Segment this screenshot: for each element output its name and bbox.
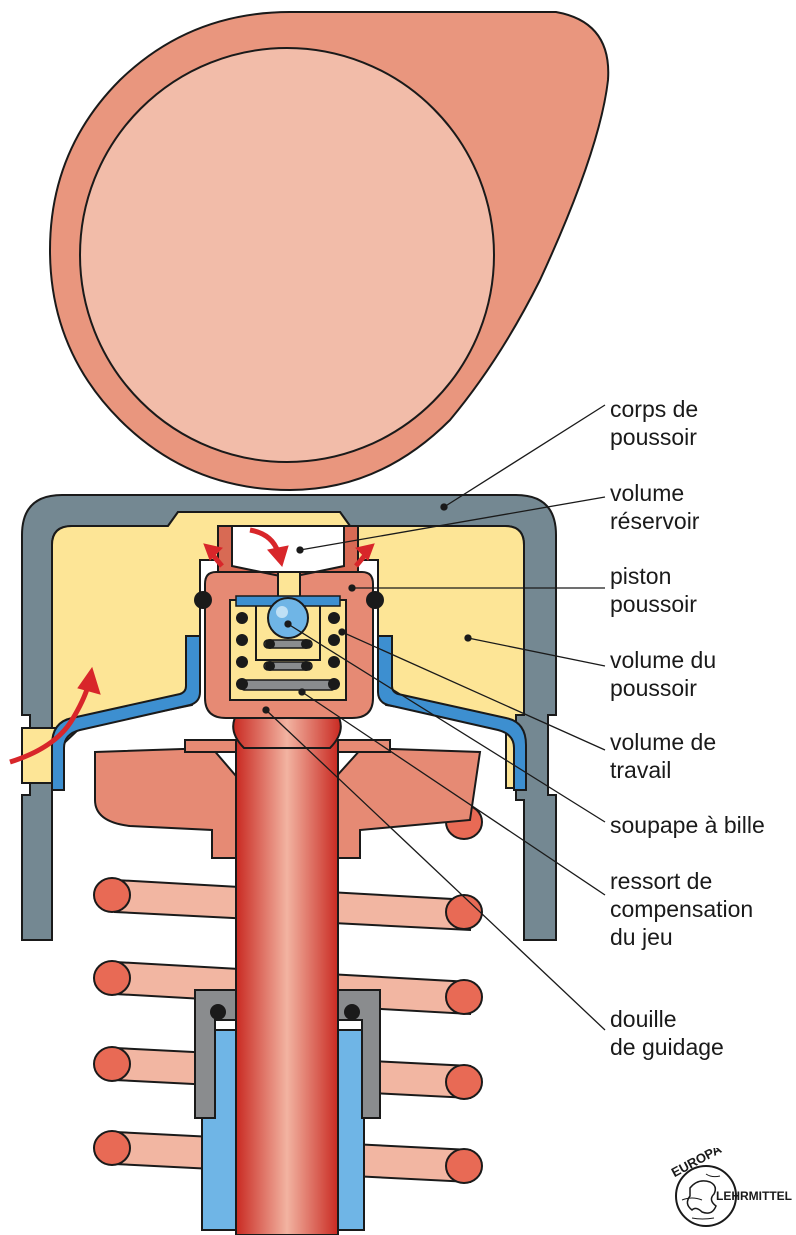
- label-line: travail: [610, 757, 672, 783]
- label-tappet-body: corps de poussoir: [610, 395, 698, 451]
- inner-sleeve: [51, 635, 201, 791]
- label-line: soupape à bille: [610, 812, 765, 838]
- europa-lehrmittel-logo: EUROPA LEHRMITTEL: [669, 1148, 792, 1227]
- cam-base-circle: [79, 47, 495, 463]
- label-line: poussoir: [610, 591, 697, 617]
- check-ball-highlight: [276, 606, 288, 618]
- seal-ring-left: [210, 1004, 226, 1020]
- label-reservoir-volume: volume réservoir: [610, 479, 699, 535]
- label-line: douille: [610, 1006, 677, 1032]
- label-guide-bushing: douille de guidage: [610, 1005, 724, 1061]
- label-line: compensation: [610, 896, 754, 922]
- oil-volume: [51, 511, 525, 789]
- valve-spring-front: [93, 804, 483, 1184]
- label-line: volume de: [610, 729, 717, 755]
- inner-sleeve-right: [377, 635, 527, 791]
- label-line: poussoir: [610, 424, 697, 450]
- globe-continents-icon: [686, 1180, 717, 1214]
- oil-flow-arrows: [9, 527, 375, 765]
- label-line: volume du: [610, 647, 717, 673]
- valve-stem: [235, 739, 339, 1235]
- label-line: poussoir: [610, 675, 697, 701]
- seal-ring-right: [344, 1004, 360, 1020]
- label-line: de guidage: [610, 1034, 724, 1060]
- piston-ring-right: [366, 591, 384, 609]
- reservoir-funnel: [217, 525, 359, 577]
- label-line: volume: [610, 480, 685, 506]
- label-working-volume: volume de travail: [610, 728, 716, 784]
- label-tappet-volume: volume du poussoir: [610, 646, 716, 702]
- piston-ring-left: [194, 591, 212, 609]
- logo-bottom-text: LEHRMITTEL: [716, 1189, 792, 1203]
- label-tappet-piston: piston poussoir: [610, 562, 697, 618]
- leader-lines: [262, 404, 606, 1031]
- label-ball-valve: soupape à bille: [610, 811, 765, 839]
- label-line: du jeu: [610, 924, 673, 950]
- label-compensation-spring: ressort de compensation du jeu: [610, 867, 753, 951]
- label-line: réservoir: [610, 508, 700, 534]
- compensation-spring: [236, 612, 340, 691]
- label-line: ressort de: [610, 868, 713, 894]
- logo-globe: [675, 1165, 737, 1227]
- label-line: corps de: [610, 396, 699, 422]
- label-line: piston: [610, 563, 672, 589]
